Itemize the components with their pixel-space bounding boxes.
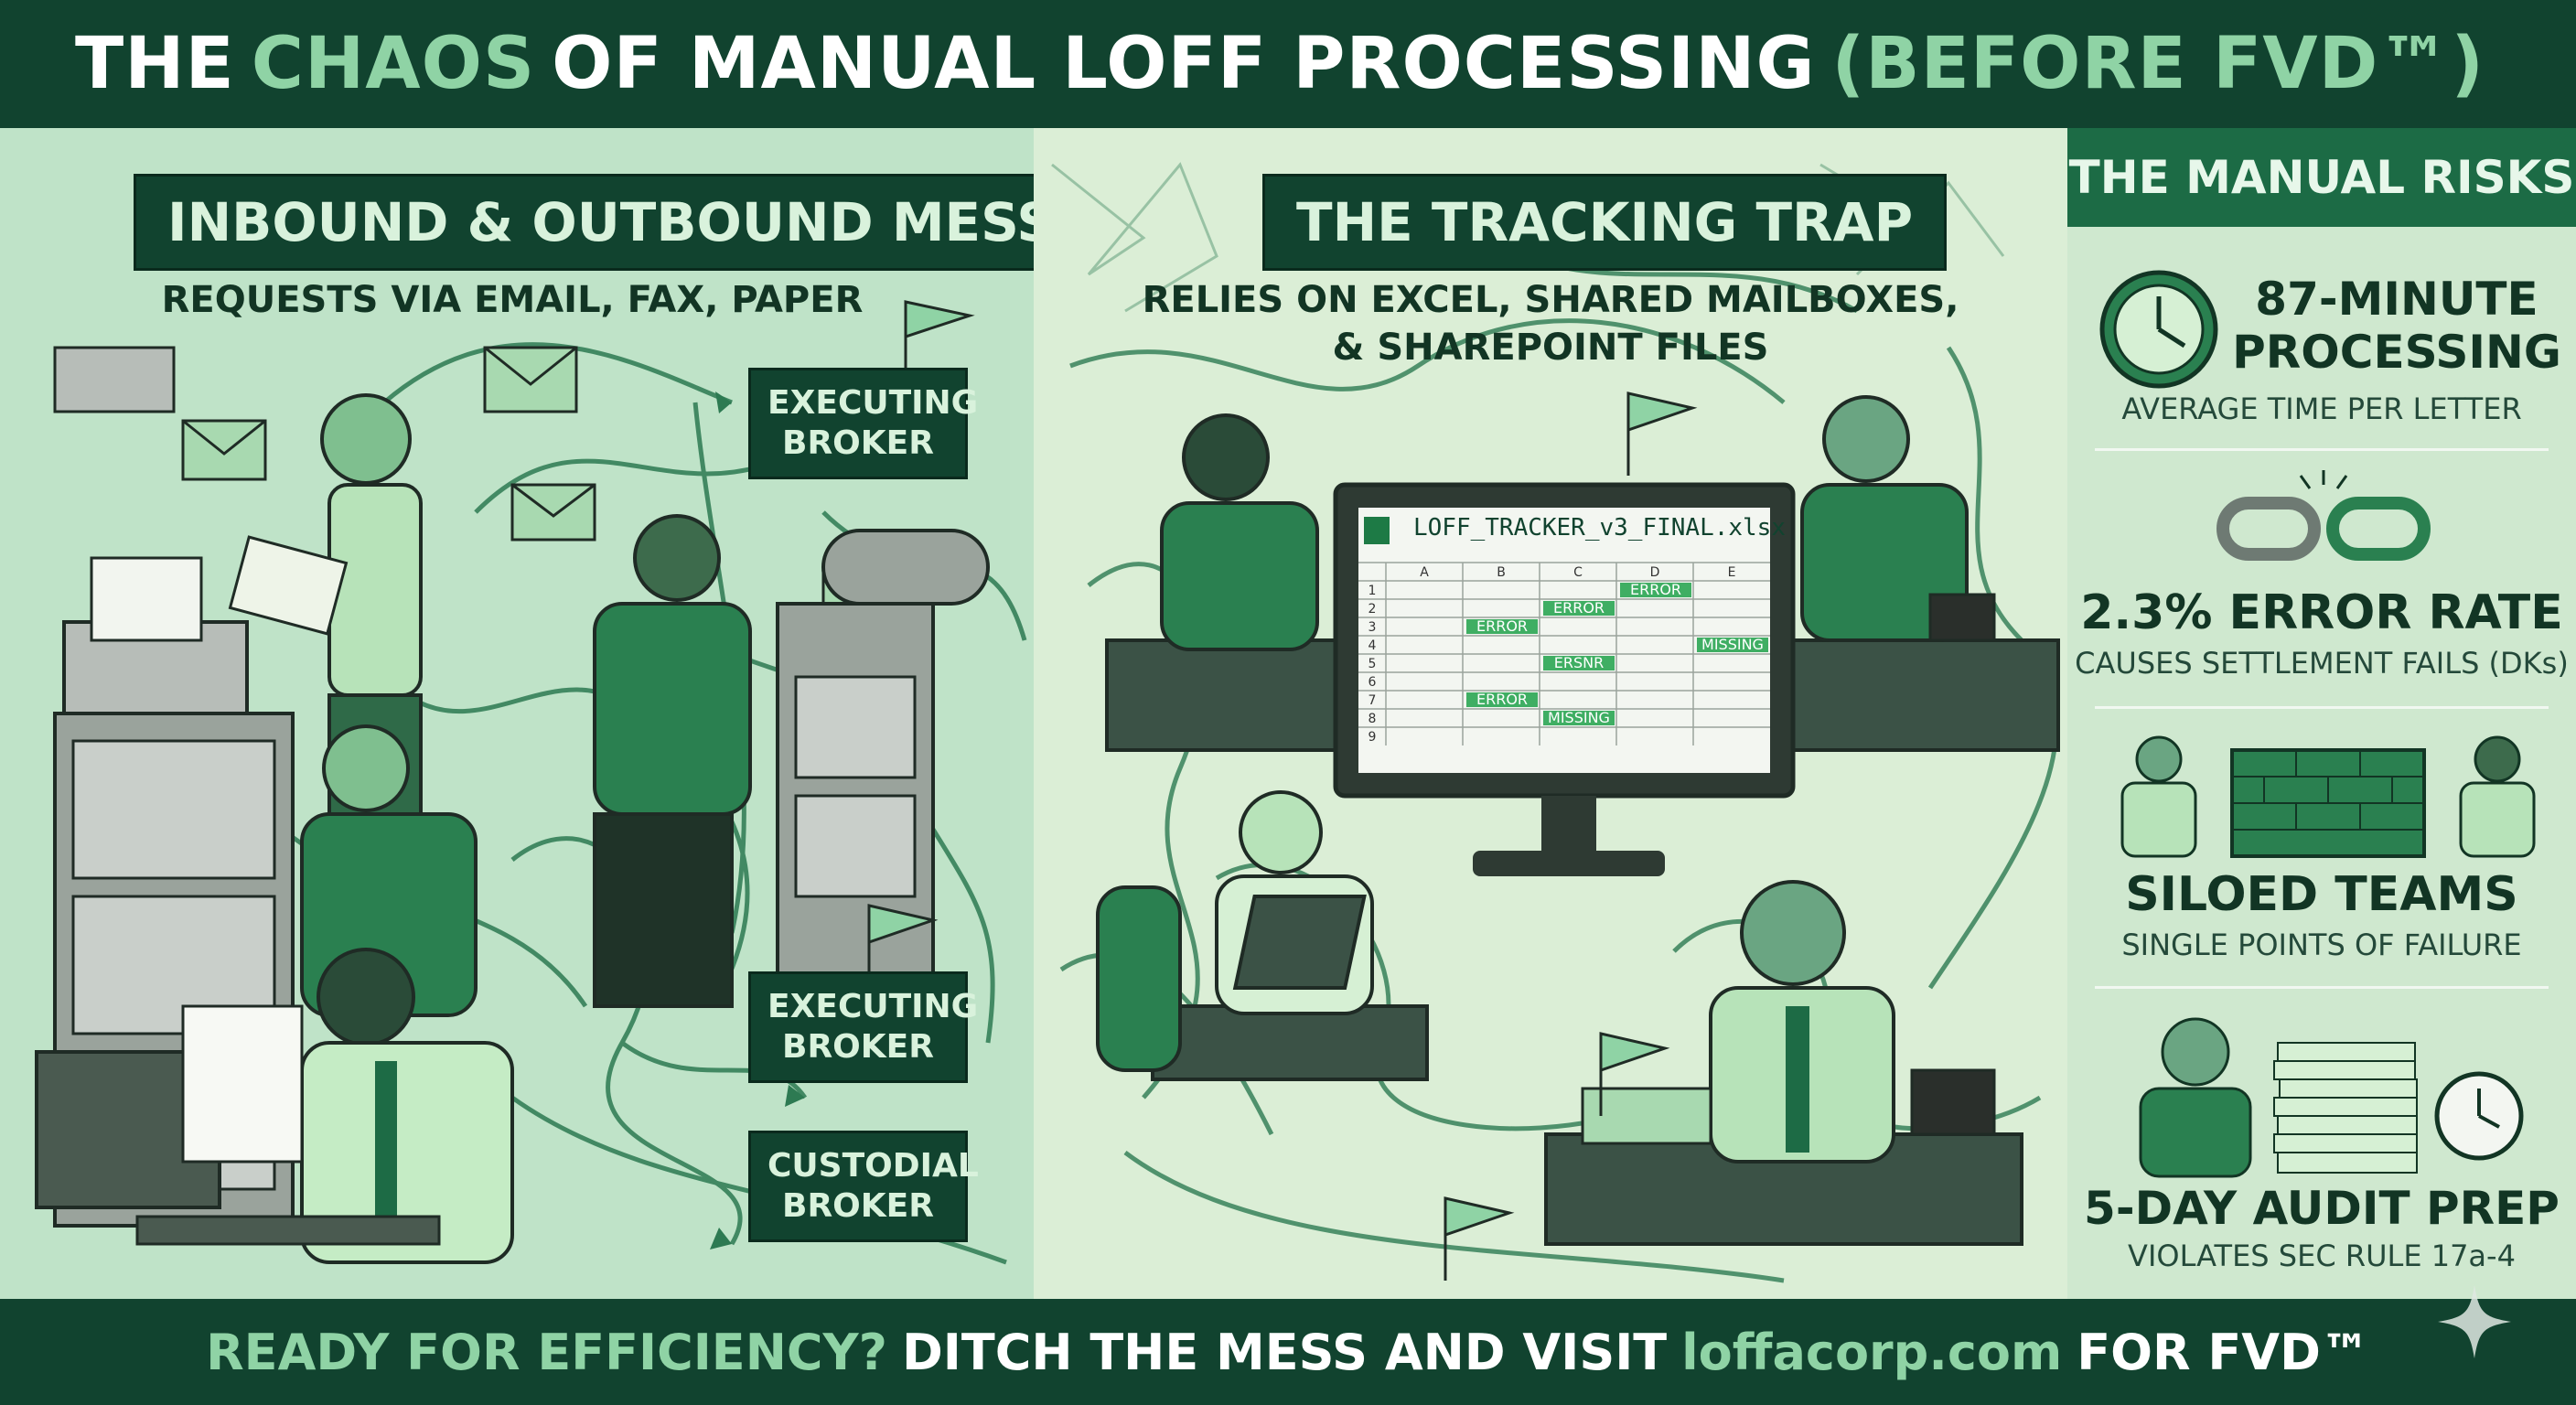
node-3-line1: CUSTODIAL — [767, 1147, 979, 1185]
node-3-line2: BROKER — [782, 1187, 934, 1225]
sheet-col-a: A — [1420, 565, 1429, 580]
broken-chain-icon — [2216, 470, 2431, 561]
spreadsheet-filename: LOFF_TRACKER_v3_FINAL.xlsx — [1413, 514, 1786, 542]
footer-link[interactable]: loffacorp.com — [1681, 1323, 2063, 1381]
footer-part-1: READY FOR EFFICIENCY? — [206, 1323, 887, 1381]
risk-4-stat: 5-DAY AUDIT PREP — [2084, 1182, 2560, 1235]
tracking-trap-panel: ERROR ERROR ERROR MISSING ERSNR ERROR MI… — [1034, 128, 2067, 1299]
risks-heading: THE MANUAL RISKS — [2067, 128, 2576, 227]
node-2-line2: BROKER — [782, 1028, 934, 1066]
sheet-row-9: 9 — [1368, 730, 1377, 745]
node-1-line2: BROKER — [782, 424, 934, 462]
tracking-subheading: RELIES ON EXCEL, SHARED MAILBOXES, & SHA… — [1070, 276, 2031, 371]
title-part-1: THE — [74, 23, 235, 105]
sheet-flag-2: ERROR — [1553, 599, 1605, 617]
tracking-heading: THE TRACKING TRAP — [1262, 174, 1948, 271]
risk-1-stat-line2: PROCESSING — [2232, 326, 2561, 379]
manual-risks-panel: THE MANUAL RISKS 87-MINUTE PROCESSING AV… — [2067, 128, 2576, 1299]
tracking-subheading-line2: & SHAREPOINT FILES — [1332, 327, 1769, 369]
sheet-col-e: E — [1728, 565, 1736, 580]
sheet-flag-1: ERROR — [1630, 581, 1681, 598]
brick-wall-icon — [2120, 735, 2536, 858]
custodial-broker-node: CUSTODIAL BROKER — [748, 1131, 979, 1242]
node-2-line1: EXECUTING — [767, 988, 979, 1025]
executing-broker-node-2: EXECUTING BROKER — [748, 971, 979, 1083]
risk-divider-2 — [2095, 706, 2549, 709]
node-1-line1: EXECUTING — [767, 384, 979, 422]
title-part-2: CHAOS — [251, 23, 536, 105]
risk-1-stat: 87-MINUTE PROCESSING — [2232, 273, 2561, 379]
sheet-row-8: 8 — [1368, 712, 1377, 726]
risk-3-stat: SILOED TEAMS — [2125, 867, 2518, 922]
title-part-3: OF MANUAL LOFF PROCESSING — [552, 23, 1816, 105]
paper-stack-icon — [2139, 1017, 2524, 1178]
sheet-flag-6: ERROR — [1476, 691, 1528, 708]
sheet-col-c: C — [1573, 565, 1583, 580]
risk-4-detail: VIOLATES SEC RULE 17a-4 — [2128, 1239, 2516, 1273]
sheet-flag-4: MISSING — [1701, 636, 1764, 653]
title-part-4: (BEFORE FVD™) — [1831, 23, 2485, 105]
sheet-row-4: 4 — [1368, 638, 1377, 653]
sheet-col-b: B — [1497, 565, 1506, 580]
sheet-col-d: D — [1650, 565, 1660, 580]
risk-divider-1 — [2095, 448, 2549, 451]
risk-2-detail: CAUSES SETTLEMENT FAILS (DKs) — [2075, 646, 2569, 681]
inbound-heading: INBOUND & OUTBOUND MESS — [134, 174, 1034, 271]
sheet-flag-3: ERROR — [1476, 617, 1528, 635]
inbound-outbound-panel: INBOUND & OUTBOUND MESS REQUESTS VIA EMA… — [0, 128, 1034, 1299]
sheet-row-2: 2 — [1368, 602, 1377, 617]
risk-1-stat-line1: 87-MINUTE — [2255, 273, 2538, 326]
sparkle-icon — [2438, 1285, 2511, 1358]
sheet-flag-5: ERSNR — [1554, 654, 1604, 671]
executing-broker-node-1: EXECUTING BROKER — [748, 368, 979, 479]
risk-1-detail: AVERAGE TIME PER LETTER — [2121, 391, 2522, 426]
sheet-row-6: 6 — [1368, 675, 1377, 690]
inbound-subheading: REQUESTS VIA EMAIL, FAX, PAPER — [161, 279, 864, 321]
sheet-row-1: 1 — [1368, 584, 1377, 598]
sheet-row-7: 7 — [1368, 693, 1377, 708]
footer-part-2: DITCH THE MESS AND VISIT — [901, 1323, 1668, 1381]
risk-3-detail: SINGLE POINTS OF FAILURE — [2121, 928, 2522, 962]
tracking-subheading-line1: RELIES ON EXCEL, SHARED MAILBOXES, — [1142, 279, 1959, 321]
risk-2-stat: 2.3% ERROR RATE — [2080, 585, 2563, 640]
footer-cta: READY FOR EFFICIENCY? DITCH THE MESS AND… — [0, 1299, 2576, 1405]
clock-icon — [2099, 270, 2218, 389]
inbound-scene-illustration — [35, 300, 1027, 1265]
risk-divider-3 — [2095, 986, 2549, 989]
sheet-row-3: 3 — [1368, 620, 1377, 635]
sheet-row-5: 5 — [1368, 657, 1377, 671]
sheet-flag-7: MISSING — [1548, 709, 1610, 726]
footer-part-4: FOR FVD™ — [2077, 1323, 2370, 1381]
page-title: THE CHAOS OF MANUAL LOFF PROCESSING (BEF… — [0, 0, 2576, 128]
